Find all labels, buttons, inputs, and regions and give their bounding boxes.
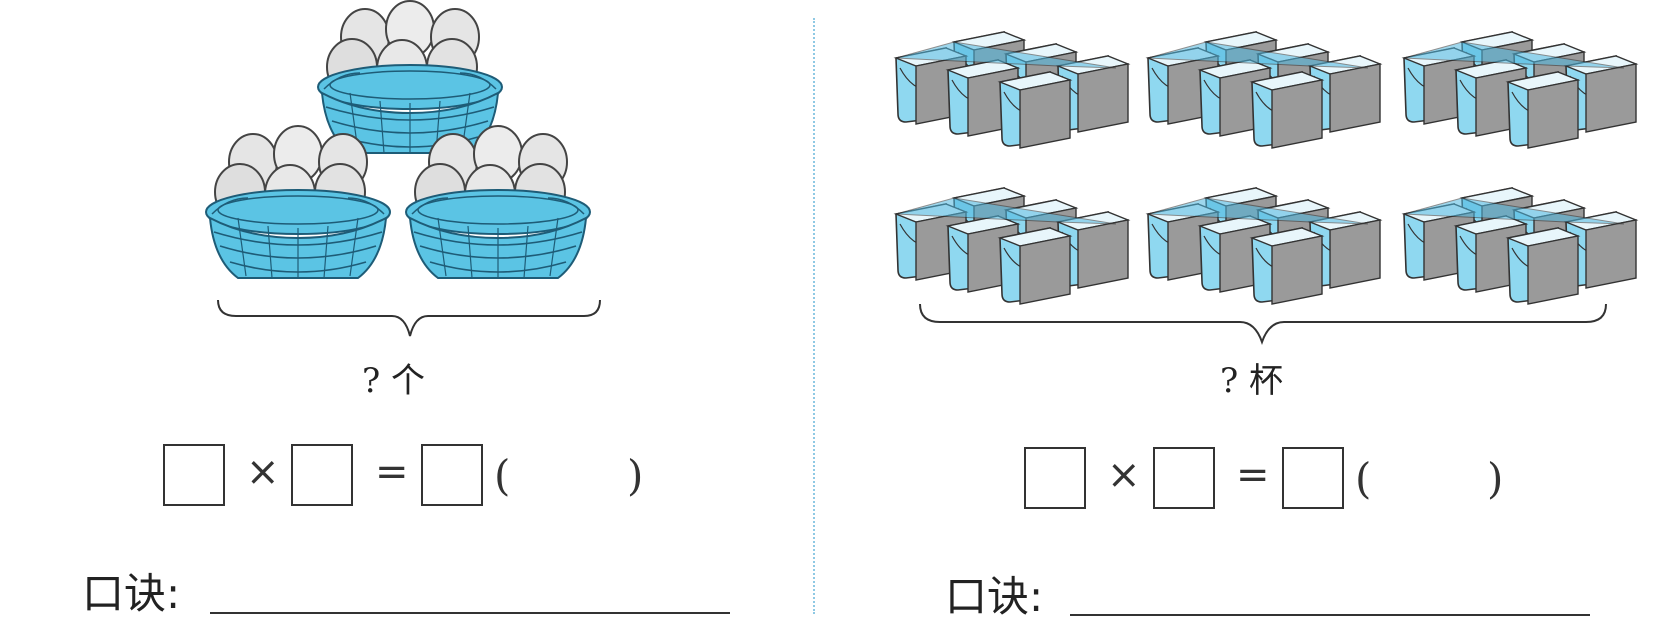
unit-paren-close: ): [1487, 454, 1504, 503]
answer-box-factor-2[interactable]: [291, 444, 353, 506]
unit-paren-open: (: [1355, 454, 1372, 503]
times-sign: ×: [246, 449, 280, 495]
panel-divider: [813, 18, 815, 614]
answer-box-product[interactable]: [421, 444, 483, 506]
unit-paren-close: ): [627, 451, 644, 500]
equals-sign: =: [375, 449, 409, 495]
equals-sign: =: [1236, 452, 1270, 498]
answer-box-factor-1[interactable]: [163, 444, 225, 506]
koujue-label: 口诀:: [82, 569, 181, 618]
answer-box-factor-1[interactable]: [1024, 447, 1086, 509]
unit-paren-open: (: [494, 451, 511, 500]
answer-box-product[interactable]: [1282, 447, 1344, 509]
question-label-cups: ? 杯: [1220, 361, 1284, 401]
koujue-answer-line[interactable]: [1070, 614, 1590, 616]
times-sign: ×: [1107, 452, 1141, 498]
answer-box-factor-2[interactable]: [1153, 447, 1215, 509]
koujue-answer-line[interactable]: [210, 612, 730, 614]
question-label-eggs: ? 个: [362, 361, 426, 401]
koujue-label: 口诀:: [945, 572, 1044, 621]
